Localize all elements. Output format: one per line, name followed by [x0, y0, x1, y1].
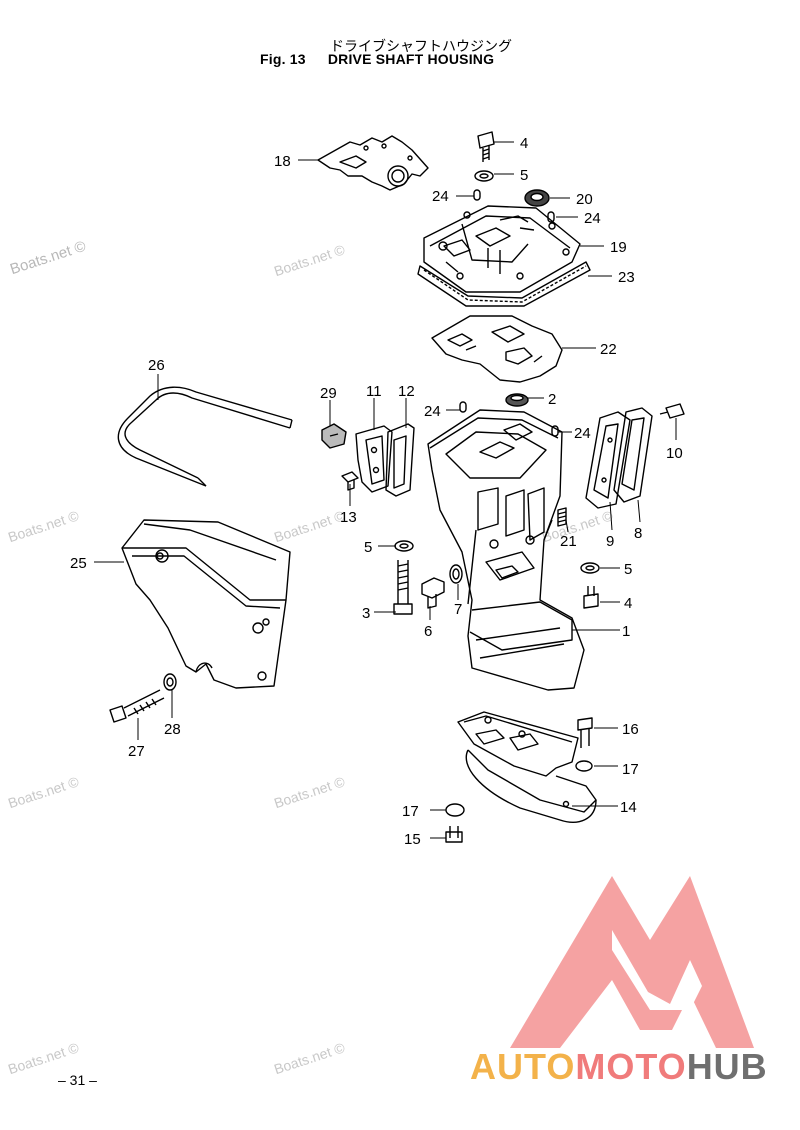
part-bolt-4-right	[583, 586, 599, 609]
callout-2: 2	[548, 391, 556, 408]
logo-moto-text: MOTO	[575, 1046, 687, 1087]
callout-5: 5	[520, 167, 528, 184]
part-bolt-13	[341, 471, 359, 491]
part-drive-shaft-housing-1	[427, 409, 585, 691]
part-bracket-11	[355, 425, 393, 493]
callout-21: 21	[560, 533, 577, 550]
callout-24: 24	[432, 188, 449, 205]
callout-19: 19	[610, 239, 627, 256]
callout-16: 16	[622, 721, 639, 738]
callout-24: 24	[424, 403, 441, 420]
callout-24: 24	[584, 210, 601, 227]
callout-labels: 18 4 5 24 20 24 19 23 22 2 26 29 11 12 2…	[70, 135, 683, 848]
callout-26: 26	[148, 357, 165, 374]
callout-5: 5	[364, 539, 372, 556]
figure-title: Fig. 13 DRIVE SHAFT HOUSING	[260, 51, 494, 67]
part-gasket-18	[317, 135, 429, 191]
part-washer-5-right	[580, 562, 600, 574]
figure-title-japanese: ドライブシャフトハウジング	[330, 39, 512, 55]
part-washer-5-top	[474, 170, 494, 182]
callout-23: 23	[618, 269, 635, 286]
callout-9: 9	[606, 533, 614, 550]
callout-20: 20	[576, 191, 593, 208]
callout-17: 17	[402, 803, 419, 820]
part-plate-14	[457, 711, 597, 823]
part-oil-seal-20	[524, 189, 550, 207]
part-bolt-3	[393, 560, 413, 615]
callout-13: 13	[340, 509, 357, 526]
callout-22: 22	[600, 341, 617, 358]
callout-5: 5	[624, 561, 632, 578]
part-dowel-24	[473, 189, 481, 201]
callout-4: 4	[624, 595, 632, 612]
automotohub-logo-text: AUTOMOTOHUB	[470, 1046, 768, 1088]
part-dowel-24	[459, 401, 467, 413]
callout-11: 11	[366, 383, 382, 400]
automotohub-logo-mark	[510, 876, 754, 1048]
part-stud-21	[557, 507, 567, 527]
callout-24: 24	[574, 425, 591, 442]
figure-title-english: DRIVE SHAFT HOUSING	[327, 51, 495, 67]
page-number: – 31 –	[58, 1072, 97, 1088]
callout-25: 25	[70, 555, 87, 572]
part-bolt-10	[659, 403, 685, 419]
callout-6: 6	[424, 623, 432, 640]
part-washer-17-right	[575, 760, 593, 772]
part-bolt-27	[109, 689, 165, 723]
callout-18: 18	[274, 153, 291, 170]
figure-number: Fig. 13	[260, 51, 306, 67]
part-bolt-4-top	[477, 131, 495, 162]
part-bolt-6	[421, 577, 445, 609]
part-seal-2	[505, 393, 529, 407]
part-lower-cover-25	[121, 519, 291, 689]
logo-auto-text: AUTO	[470, 1046, 576, 1087]
callout-3: 3	[362, 605, 370, 622]
part-gasket-23	[417, 261, 591, 307]
part-grommet-29	[321, 423, 347, 449]
part-bolt-15	[445, 826, 463, 843]
callout-8: 8	[634, 525, 642, 542]
part-rubber-seal-26	[117, 386, 293, 487]
part-washer-28	[163, 673, 177, 691]
callout-29: 29	[320, 385, 337, 402]
part-plate-12	[385, 423, 415, 497]
callout-10: 10	[666, 445, 683, 462]
logo-hub-text: HUB	[686, 1046, 768, 1087]
callout-27: 27	[128, 743, 145, 760]
callout-7: 7	[454, 601, 462, 618]
callout-4: 4	[520, 135, 528, 152]
part-washer-17-left	[445, 803, 465, 817]
callout-12: 12	[398, 383, 415, 400]
part-gasket-9	[585, 411, 631, 509]
part-mount-adapter-19	[423, 205, 581, 293]
callout-1: 1	[622, 623, 630, 640]
callout-15: 15	[404, 831, 421, 848]
callout-28: 28	[164, 721, 181, 738]
callout-14: 14	[620, 799, 637, 816]
callout-17: 17	[622, 761, 639, 778]
part-cover-8	[613, 407, 653, 503]
part-gasket-22	[431, 315, 563, 383]
part-bolt-16-right	[577, 717, 593, 748]
part-washer-5-left	[394, 540, 414, 552]
part-washer-7	[449, 564, 463, 584]
